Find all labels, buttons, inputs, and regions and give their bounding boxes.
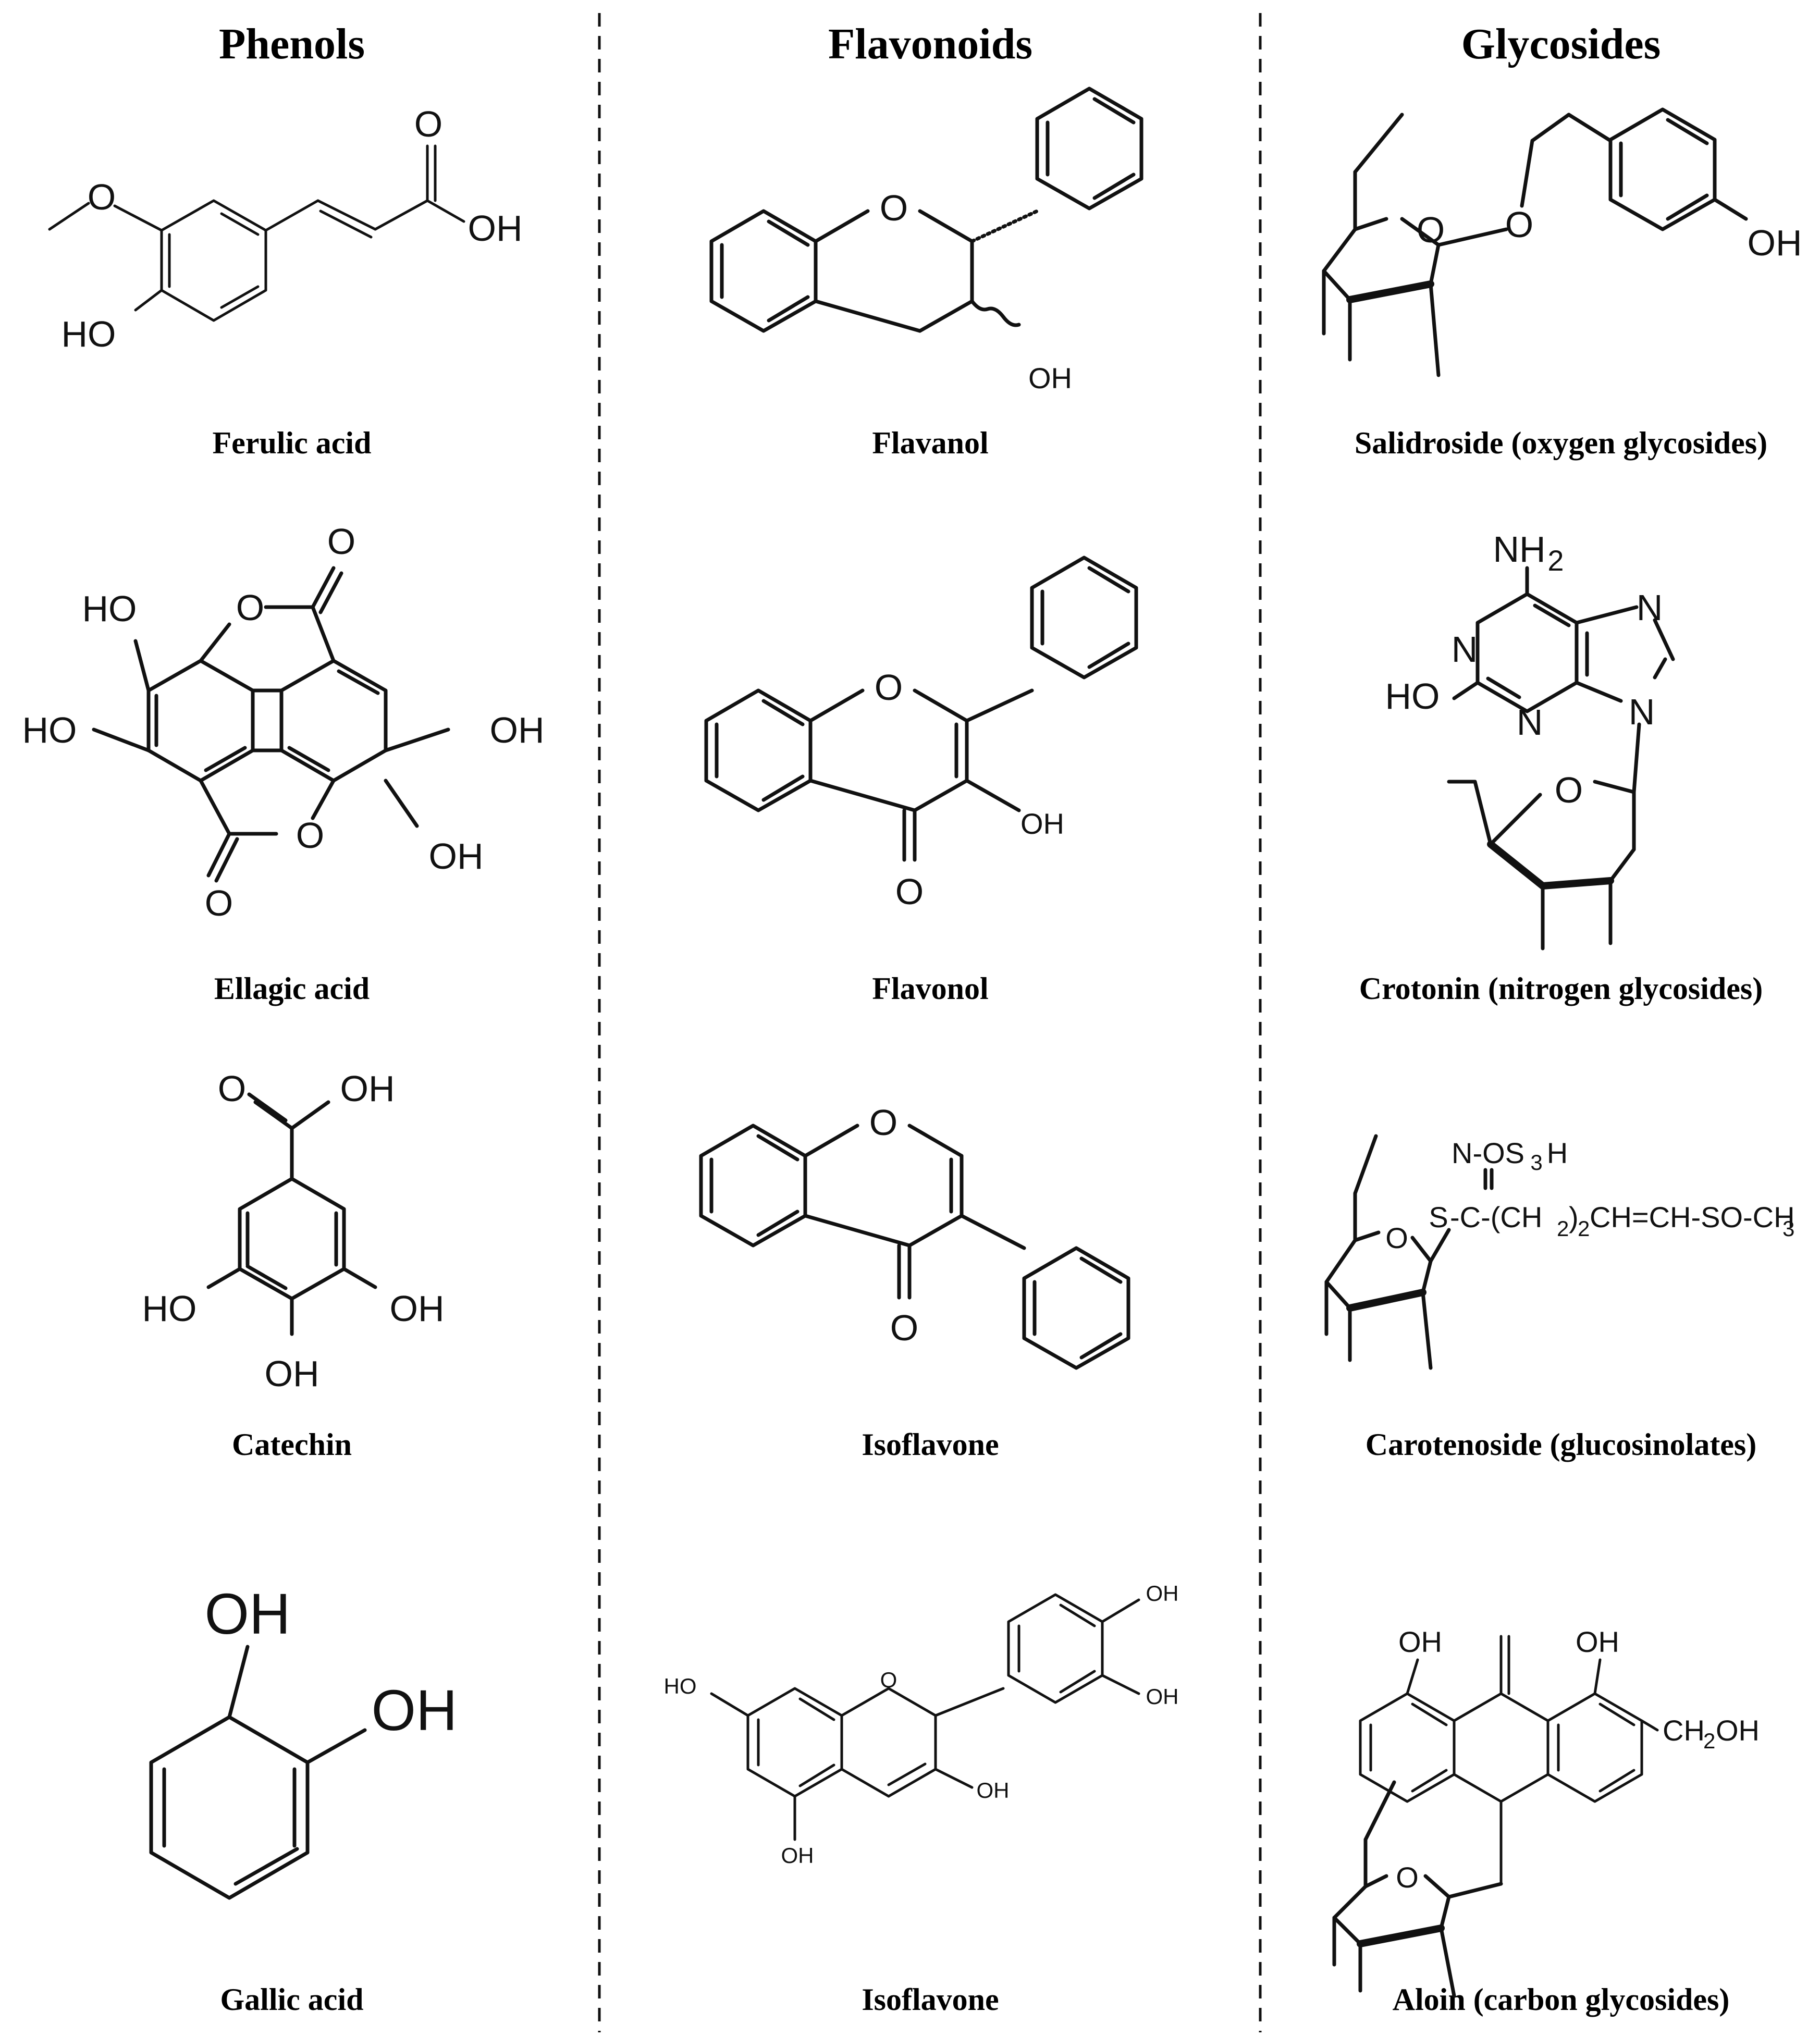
column-header-flavonoids: Flavonoids <box>828 20 1032 68</box>
structure-carotenoside: O S N-OS 3 H -C-(CH 2 ) 2 CH=CH-SO-CH 3 <box>1324 1134 1795 1370</box>
atom-label: N <box>1637 587 1663 628</box>
caption-ellagic-acid: Ellagic acid <box>214 971 370 1006</box>
atom-label: O <box>1505 204 1533 245</box>
structure-flavanol: O OH <box>709 87 1143 394</box>
atom-label: N <box>1629 692 1655 732</box>
structure-catechin: O OH HO OH OH <box>142 1068 445 1394</box>
atom-label: ) <box>1569 1201 1579 1233</box>
atom-label: O <box>880 1668 897 1692</box>
atom-label: OH <box>390 1288 445 1329</box>
atom-label: O <box>895 871 924 912</box>
atom-label: OH <box>490 710 545 750</box>
atom-label: -C-(CH <box>1450 1201 1542 1233</box>
atom-label: O <box>236 587 264 628</box>
atom-label: OH <box>1146 1684 1179 1709</box>
column-header-glycosides: Glycosides <box>1461 20 1661 68</box>
atom-label: OH <box>1748 223 1802 263</box>
atom-label: HO <box>1385 676 1440 717</box>
atom-label: 2 <box>1578 1216 1590 1241</box>
atom-label: O <box>414 104 442 144</box>
atom-label: O <box>875 667 903 708</box>
atom-label: O <box>890 1307 918 1348</box>
atom-label: CH=CH-SO-CH <box>1590 1201 1795 1233</box>
column-header-phenols: Phenols <box>219 20 365 68</box>
structure-flavonol: O O OH <box>704 556 1138 912</box>
structure-crotonin: NH 2 N N N N HO O <box>1385 529 1675 951</box>
atom-label: O <box>88 177 116 217</box>
atom-label: OH <box>372 1679 458 1743</box>
atom-label: OH <box>468 208 523 249</box>
structure-isoflavone-2: O HO OH OH OH OH <box>664 1581 1179 1868</box>
atom-label: O <box>880 188 908 228</box>
atom-label: HO <box>22 710 77 750</box>
caption-aloin: Aloin (carbon glycosides) <box>1393 1982 1730 2017</box>
atom-label: N-OS <box>1452 1137 1524 1169</box>
atom-label: OH <box>781 1843 814 1868</box>
caption-flavonol: Flavonol <box>872 971 988 1006</box>
caption-isoflavone-2: Isoflavone <box>862 1982 999 2017</box>
atom-label: H <box>1547 1137 1568 1169</box>
atom-label: HO <box>62 314 116 354</box>
atom-label: 2 <box>1557 1216 1569 1241</box>
atom-label: O <box>1385 1221 1408 1254</box>
atom-label: OH <box>1020 807 1064 840</box>
structure-ellagic-acid: O O O O HO HO OH OH <box>22 521 545 923</box>
atom-label: N <box>1517 702 1543 743</box>
atom-label: OH <box>340 1068 395 1109</box>
caption-gallic-acid: Gallic acid <box>220 1982 364 2017</box>
atom-label: 2 <box>1703 1729 1715 1753</box>
atom-label: OH <box>977 1778 1010 1803</box>
atom-label: O <box>869 1102 897 1143</box>
caption-flavanol: Flavanol <box>872 426 988 460</box>
structure-gallic-acid: OH OH <box>149 1582 458 1900</box>
atom-label: O <box>327 521 355 562</box>
atom-label: OH <box>205 1582 291 1646</box>
atom-label: 3 <box>1782 1216 1794 1241</box>
structure-aloin: OH OH CH 2 OH O <box>1332 1625 1760 1998</box>
atom-label: 3 <box>1530 1150 1542 1175</box>
structure-ferulic-acid: O OH O HO <box>48 104 523 354</box>
atom-label: O <box>1417 209 1445 250</box>
atom-label: HO <box>142 1288 197 1329</box>
atom-label: OH <box>265 1353 319 1394</box>
caption-ferulic-acid: Ferulic acid <box>213 426 372 460</box>
caption-salidroside: Salidroside (oxygen glycosides) <box>1355 426 1767 460</box>
atom-label: S <box>1429 1201 1448 1233</box>
atom-label: OH <box>1028 362 1072 394</box>
atom-label: OH <box>1146 1581 1179 1606</box>
caption-isoflavone-1: Isoflavone <box>862 1427 999 1462</box>
atom-label: O <box>218 1068 246 1109</box>
atom-label: O <box>1555 770 1583 810</box>
atom-label: OH <box>1716 1714 1760 1747</box>
atom-label: OH <box>1398 1625 1442 1658</box>
atom-label: HO <box>664 1674 697 1698</box>
atom-label: OH <box>1576 1625 1619 1658</box>
atom-label: OH <box>429 836 484 877</box>
structure-isoflavone-1: O O <box>699 1102 1130 1370</box>
atom-label: NH <box>1493 529 1545 570</box>
atom-label: N <box>1452 629 1478 670</box>
atom-label: HO <box>82 588 137 629</box>
structure-salidroside: O O OH <box>1322 107 1802 377</box>
caption-crotonin: Crotonin (nitrogen glycosides) <box>1359 971 1763 1006</box>
caption-catechin: Catechin <box>232 1427 352 1462</box>
atom-label: O <box>296 815 324 856</box>
caption-carotenoside: Carotenoside (glucosinolates) <box>1366 1427 1757 1462</box>
atom-label: CH <box>1663 1714 1705 1747</box>
atom-label: 2 <box>1547 544 1564 577</box>
atom-label: O <box>205 883 233 923</box>
atom-label: O <box>1396 1861 1419 1894</box>
